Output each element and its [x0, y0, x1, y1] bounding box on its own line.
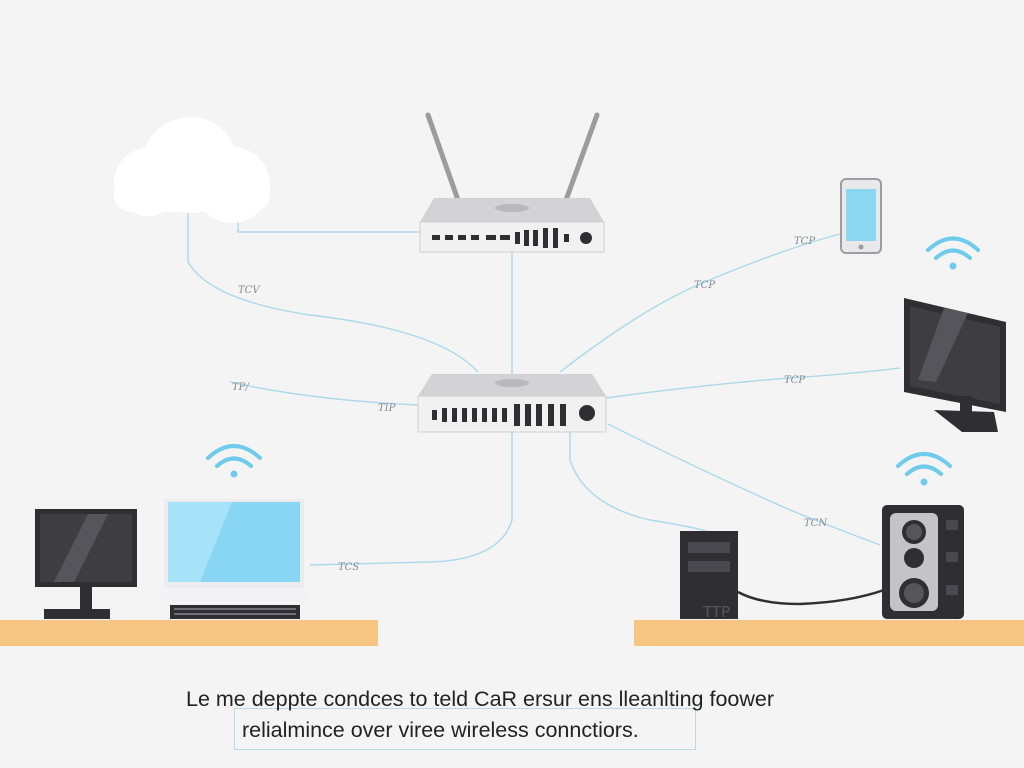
link-cloud-router [237, 212, 420, 233]
caption-frame [234, 708, 696, 750]
desk-right [634, 620, 1024, 646]
smartphone-icon [840, 178, 882, 254]
link-switch-phone [559, 233, 841, 373]
connection-labels: TCV TP/ TIP TCS TCP TCP TCP TCN [232, 236, 828, 573]
caption: Le me deppte condces to teld CaR ersur e… [180, 676, 830, 750]
link-switch-monitor [605, 367, 901, 399]
switch-icon [417, 374, 607, 433]
caption-line-1: Le me deppte condces to teld CaR ersur e… [186, 687, 775, 711]
desks [0, 620, 1024, 646]
wifi-icon [926, 236, 980, 270]
laptop-icon [160, 499, 308, 619]
wifi-icon-laptop [206, 444, 262, 478]
label-monitor-link: TCP [784, 375, 805, 386]
connection-lines [187, 212, 901, 566]
label-speaker-link: TCN [804, 518, 828, 529]
link-left-switch [229, 381, 419, 406]
link-cloud-switch [187, 212, 479, 373]
cloud-icon [114, 117, 270, 223]
label-phone-link-a: TCP [794, 236, 815, 247]
link-switch-speaker [607, 423, 881, 546]
tower-label: TTP [702, 603, 730, 621]
desk-left [0, 620, 378, 646]
tower-speaker-cable [737, 588, 885, 606]
label-hub-left: TIP [378, 403, 396, 414]
label-left-link: TP/ [232, 382, 250, 393]
monitor-icon [904, 298, 1006, 432]
caption-line-2: relialmince over viree wireless connctio… [242, 718, 639, 742]
pc-tower-icon: TTP [680, 531, 738, 621]
link-switch-tower [569, 432, 709, 533]
label-cloud-link: TCV [238, 285, 261, 296]
label-laptop-link: TCS [338, 562, 359, 573]
router-icon [419, 112, 605, 253]
label-phone-link-b: TCP [694, 280, 715, 291]
monitor-icon-left [35, 509, 137, 619]
wifi-icon-speaker [896, 452, 952, 486]
link-switch-laptop [309, 432, 513, 566]
speaker-icon [882, 505, 964, 619]
